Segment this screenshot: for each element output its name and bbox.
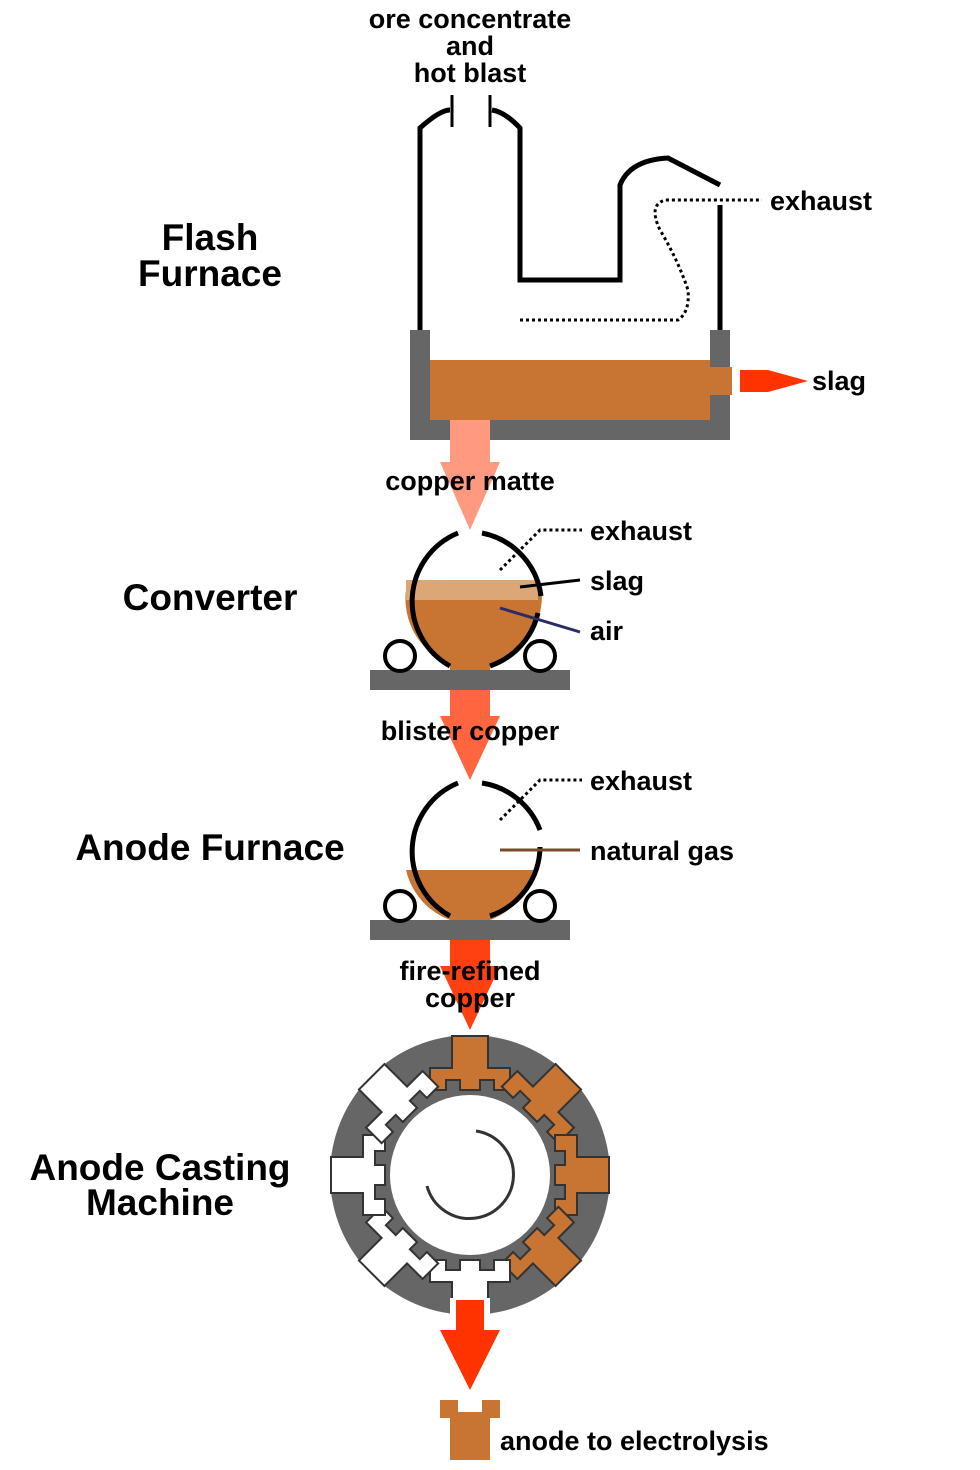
converter-roller-right bbox=[523, 639, 557, 673]
blister-copper-label: blister copper bbox=[381, 716, 560, 746]
anode-exhaust-line bbox=[498, 778, 582, 822]
anode-furnace-base bbox=[370, 920, 570, 940]
anode-exhaust-label: exhaust bbox=[590, 766, 692, 796]
anode-output-label: anode to electrolysis bbox=[500, 1426, 769, 1456]
anode-roller-right bbox=[523, 889, 557, 923]
ore-label-line1: ore concentrate bbox=[369, 4, 572, 34]
converter-air-line bbox=[499, 606, 581, 634]
anode-furnace-shell bbox=[409, 780, 543, 919]
converter-title: Converter bbox=[123, 577, 298, 618]
molten-bath bbox=[430, 360, 710, 420]
flash-furnace-title-line2: Furnace bbox=[138, 253, 282, 294]
casting-machine-title-line1: Anode Casting bbox=[29, 1147, 290, 1188]
fire-refined-label-line2: copper bbox=[425, 983, 516, 1013]
converter-slag-layer bbox=[406, 580, 538, 600]
casting-wheel-hub bbox=[390, 1095, 550, 1255]
converter-base bbox=[370, 670, 570, 690]
converter bbox=[370, 528, 582, 690]
anode-furnace bbox=[370, 778, 582, 940]
converter-air-label: air bbox=[590, 616, 624, 646]
blister-copper-arrow bbox=[440, 690, 500, 780]
gas-flow-path bbox=[520, 198, 762, 322]
anode-output-arrow bbox=[440, 1300, 500, 1390]
anode-furnace-title: Anode Furnace bbox=[75, 827, 344, 868]
finished-anode bbox=[440, 1400, 500, 1460]
rotation-arrow bbox=[425, 1129, 515, 1220]
natural-gas-label: natural gas bbox=[590, 836, 734, 866]
converter-slag-label: slag bbox=[590, 566, 644, 596]
slag-tap bbox=[710, 367, 732, 395]
anode-furnace-body bbox=[406, 870, 534, 940]
converter-roller-left bbox=[383, 639, 417, 673]
reaction-shaft bbox=[417, 107, 722, 335]
fire-refined-arrow bbox=[440, 940, 500, 1030]
converter-exhaust-line bbox=[498, 528, 582, 572]
casting-machine-title-line2: Machine bbox=[86, 1182, 234, 1223]
flash-exhaust-label: exhaust bbox=[770, 186, 872, 216]
ore-label-line3: hot blast bbox=[414, 58, 527, 88]
slag-arrow bbox=[740, 370, 808, 392]
settler-walls bbox=[410, 330, 730, 440]
ore-label-line2: and bbox=[446, 31, 494, 61]
flash-furnace-title-line1: Flash bbox=[162, 217, 259, 258]
converter-slag-pointer bbox=[519, 578, 581, 589]
flash-furnace bbox=[410, 95, 808, 440]
anode-casting-machine bbox=[330, 1035, 610, 1318]
converter-body bbox=[405, 580, 542, 690]
fire-refined-label-line1: fire-refined bbox=[399, 956, 540, 986]
flash-slag-label: slag bbox=[812, 366, 866, 396]
copper-matte-label: copper matte bbox=[385, 466, 555, 496]
anode-roller-left bbox=[383, 889, 417, 923]
copper-matte-arrow bbox=[440, 420, 500, 530]
converter-exhaust-label: exhaust bbox=[590, 516, 692, 546]
